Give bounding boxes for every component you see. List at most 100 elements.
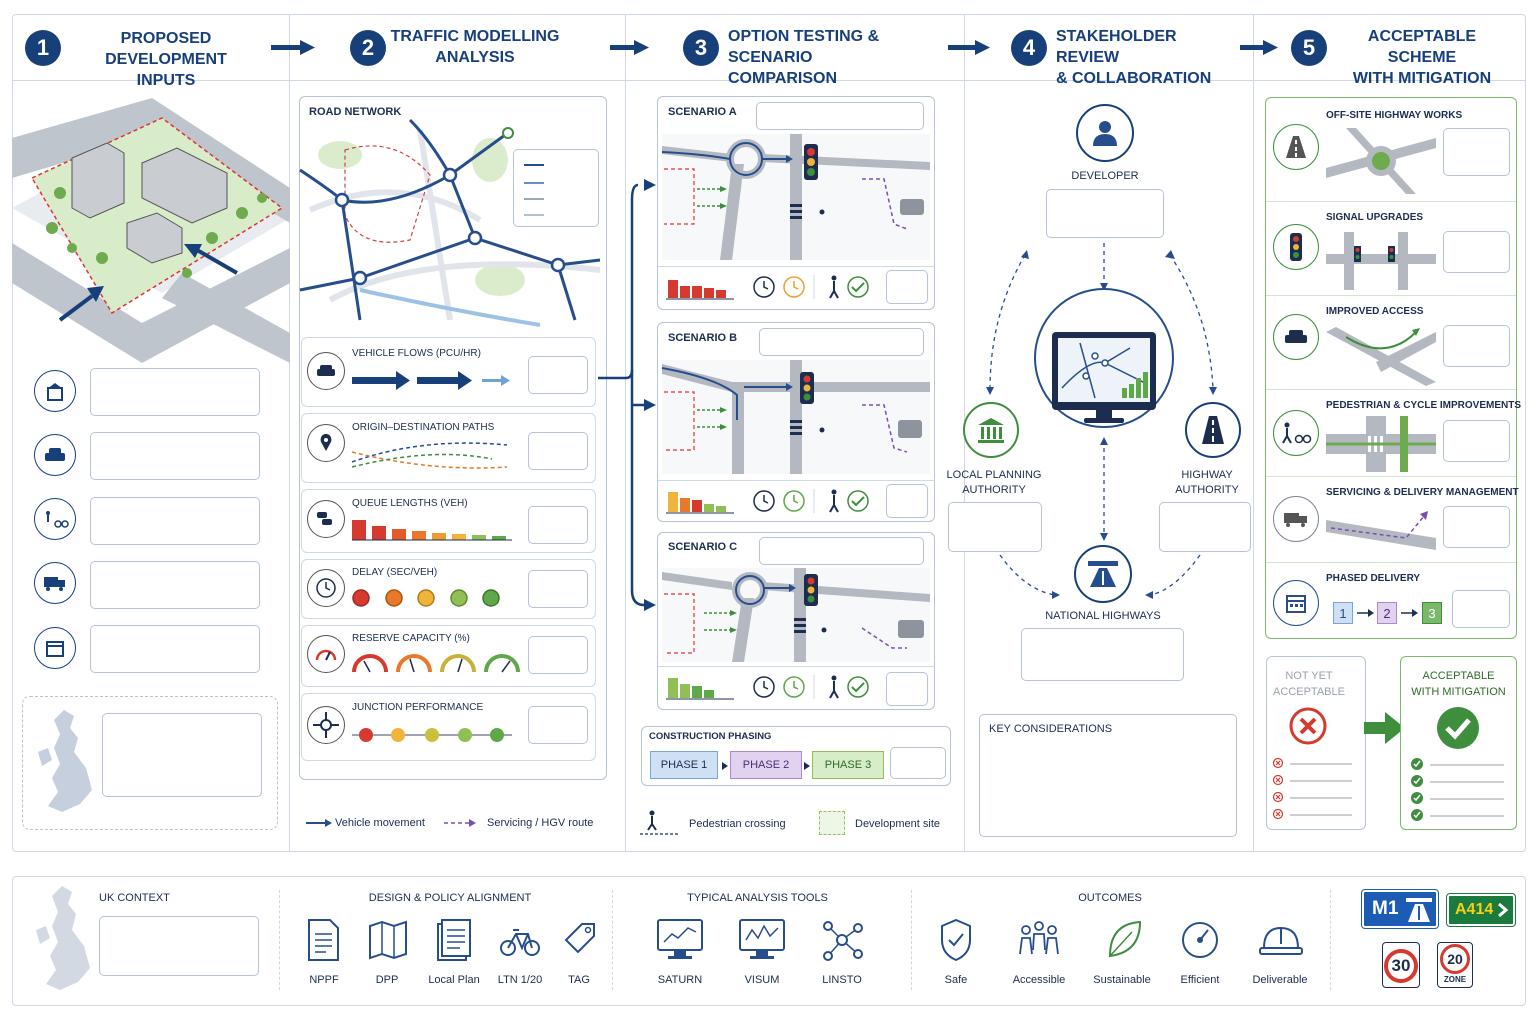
network-nodes-icon: [823, 921, 863, 961]
road-network-label: ROAD NETWORK: [309, 106, 402, 118]
input-box: [102, 713, 262, 797]
policy-label: TAG: [568, 974, 590, 986]
uk-map-icon: [36, 886, 90, 990]
scenario-c-queue-bars: [666, 678, 734, 700]
value-box: [1443, 231, 1510, 273]
document-icon: [308, 919, 339, 961]
input-box: [90, 368, 260, 416]
value-box: [528, 570, 588, 608]
phase-2-badge: 2: [1377, 602, 1397, 624]
uk-context-title: UK CONTEXT: [99, 892, 170, 904]
key-considerations-box: [979, 714, 1237, 837]
value-box: [528, 356, 588, 394]
a414-road-sign: A414: [1446, 893, 1516, 927]
phase-3: PHASE 3: [812, 751, 884, 779]
value-box: [759, 537, 924, 565]
accept-arrow: [1364, 712, 1405, 744]
tag-icon: [564, 923, 595, 954]
visum-monitor-icon: [739, 919, 785, 959]
metric-label: DELAY (SEC/VEH): [352, 567, 438, 578]
value-box: [759, 328, 924, 356]
scenario-c-junction: [662, 568, 930, 662]
metric-junction-performance: [301, 693, 596, 761]
value-box: [886, 270, 928, 304]
uk-map-icon: [38, 710, 92, 812]
map-legend-box: [513, 149, 599, 227]
value-box: [99, 916, 259, 976]
construction-title: CONSTRUCTION PHASING: [649, 731, 772, 742]
value-box: [890, 747, 946, 779]
delay-dials: [352, 589, 500, 607]
developer-icon: [1076, 104, 1134, 162]
scenario-a-queue-bars: [666, 280, 734, 300]
car-icon: [307, 352, 345, 390]
crossing-illustration: [1326, 416, 1436, 472]
input-box: [90, 432, 260, 480]
development-site-illustration: [12, 98, 290, 363]
shield-icon: [941, 918, 971, 962]
national-highways-icon: [1074, 545, 1132, 603]
motorway-icon: [1406, 898, 1433, 922]
speed-30-sign: 30: [1384, 949, 1418, 983]
metric-label: VEHICLE FLOWS (PCU/HR): [352, 348, 481, 359]
stakeholder-connectors: [986, 243, 1217, 599]
od-path-lines: [351, 442, 508, 469]
col-divider: [289, 14, 290, 852]
phase-badge-arrows: [1357, 609, 1418, 617]
scenario-title: SCENARIO A: [668, 106, 737, 118]
key-considerations-title: KEY CONSIDERATIONS: [989, 723, 1113, 735]
step-number: 3: [683, 30, 719, 66]
truck-icon: [1273, 496, 1319, 542]
value-box: [528, 506, 588, 544]
mitigation-item-label: PHASED DELIVERY: [1326, 573, 1421, 584]
local-plan-icon: [437, 919, 471, 961]
junction-icon: [307, 706, 345, 744]
policy-label: DPP: [375, 974, 399, 986]
map-book-icon: [369, 920, 407, 960]
check-icon: [1437, 707, 1479, 749]
value-box: [1159, 502, 1251, 552]
signal-junction-illustration: [1326, 232, 1436, 290]
tool-label: LINSTO: [822, 974, 862, 986]
chevron-right-icon: [1498, 902, 1509, 918]
value-box: [886, 484, 928, 518]
uk-map-panel: [22, 696, 278, 830]
people-group-icon: [1019, 921, 1059, 955]
servicing-route-illustration: [1326, 511, 1436, 550]
value-box: [528, 706, 588, 744]
value-box: [1046, 189, 1164, 238]
car-icon: [1273, 314, 1319, 360]
outcomes-title: OUTCOMES: [1078, 892, 1142, 904]
road-network-map: [299, 118, 601, 327]
outcome-label: Deliverable: [1252, 974, 1308, 986]
value-box: [1443, 420, 1510, 462]
value-box: [528, 636, 588, 674]
junction-rating-dots: [352, 728, 512, 742]
vehicle-movement-arrow-icon: [306, 819, 332, 827]
legend-servicing: Servicing / HGV route: [487, 817, 594, 829]
phase-1: PHASE 1: [650, 751, 718, 779]
header-divider: [12, 80, 1526, 81]
value-box: [948, 502, 1042, 552]
speed-20-sign: 20: [1440, 944, 1470, 974]
outcome-label: Sustainable: [1093, 974, 1151, 986]
queue-bars: [352, 520, 512, 541]
legend-ped: Pedestrian crossing: [689, 818, 786, 830]
input-box: [90, 561, 260, 609]
speedometer-icon: [1182, 922, 1218, 958]
phase-arrows: [722, 762, 810, 770]
highway-road-icon: [1185, 402, 1241, 458]
mitigation-item-label: IMPROVED ACCESS: [1326, 306, 1424, 317]
scenario-b-junction: [661, 360, 930, 474]
location-pin-icon: [307, 424, 345, 462]
legend-site: Development site: [855, 818, 940, 830]
pedestrian-cycle-icon: [1273, 410, 1319, 456]
scenario-a-junction: [661, 134, 930, 260]
saturn-monitor-icon: [657, 919, 703, 959]
value-box: [1443, 325, 1510, 367]
